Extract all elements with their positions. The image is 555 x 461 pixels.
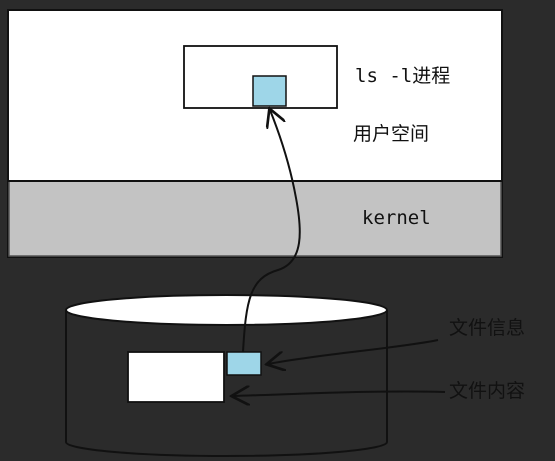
- file-info-label: 文件信息: [449, 317, 526, 339]
- file-content-block: [127, 351, 225, 403]
- file-content-arrow: [233, 391, 446, 396]
- process-inode-block: [252, 75, 287, 107]
- process-label: ls -l进程: [355, 65, 451, 87]
- disk-cylinder-bottom: [65, 441, 388, 457]
- user-space-label: 用户空间: [353, 123, 430, 145]
- file-info-arrow: [268, 339, 439, 364]
- kernel-label: kernel: [362, 207, 431, 229]
- file-info-block: [226, 351, 262, 376]
- file-content-label: 文件内容: [449, 380, 526, 402]
- read-arrow: [242, 110, 301, 353]
- kernel-band: [8, 180, 502, 257]
- disk-cylinder-top: [65, 294, 388, 326]
- disk-cylinder-body: [65, 310, 388, 442]
